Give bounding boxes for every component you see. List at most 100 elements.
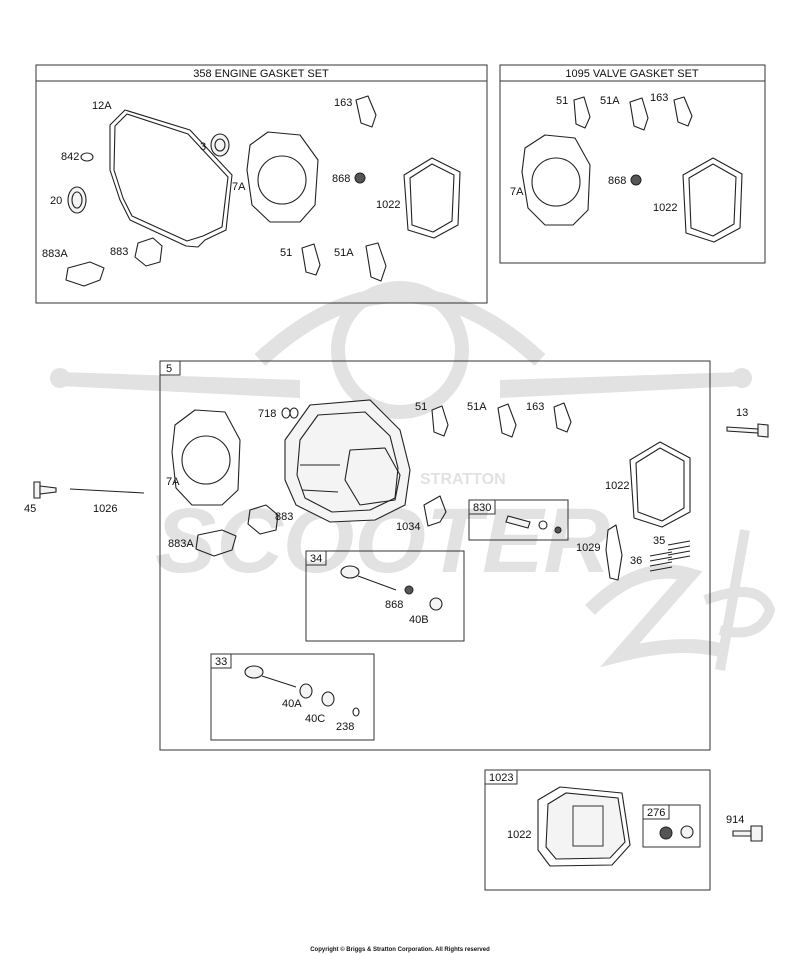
cylinder-head-frame (159, 360, 711, 751)
valve-cover-gasket-163[interactable] (355, 95, 377, 128)
keeper-238[interactable] (352, 707, 360, 717)
ch-gasket-51[interactable] (431, 405, 449, 437)
intake-valve-34-head[interactable] (340, 565, 360, 579)
callout-1026: 1026 (93, 503, 117, 515)
grommet-276[interactable] (659, 826, 673, 840)
callout-914: 914 (726, 814, 744, 826)
dowel-718[interactable] (281, 407, 291, 419)
sub-276-frame (642, 804, 701, 848)
callout-vc-1022: 1022 (507, 829, 531, 841)
dowel-718-2 (289, 407, 299, 419)
valve-cover-1023-gasket-1022[interactable] (537, 786, 631, 867)
valve-gasket-frame (499, 64, 766, 264)
sub-830-tag: 830 (473, 502, 491, 514)
ch-head-gasket-7A[interactable] (171, 409, 241, 506)
screw-914-shank[interactable] (732, 830, 752, 837)
exhaust-gasket-883A[interactable] (65, 261, 105, 287)
retainer-40B[interactable] (429, 597, 443, 611)
gasket-51[interactable] (301, 243, 321, 276)
callout-eg-1022: 1022 (376, 199, 400, 211)
callout-13: 13 (736, 407, 748, 419)
callout-eg-51A: 51A (334, 247, 354, 259)
sub-1023-frame (484, 769, 711, 891)
engine-gasket-frame (35, 64, 488, 304)
valve-cover-1023-badge (572, 805, 604, 847)
ch-head-gasket-7A-bore (181, 435, 231, 485)
callout-ch-7A: 7A (166, 476, 180, 488)
valve-gasket-set-title: 1095 VALVE GASKET SET (565, 68, 699, 80)
engine-gasket-set-box: 358 ENGINE GASKET SET 12A 842 3 20 7A 16… (35, 64, 488, 304)
callout-ch-883A: 883A (168, 538, 194, 550)
rocker-plate-1034[interactable] (423, 495, 447, 527)
callout-vg-868: 868 (608, 175, 626, 187)
valve-spring-36[interactable] (649, 551, 673, 572)
sub-34-tag-box (305, 550, 327, 566)
sub-276-tag-box (642, 804, 670, 820)
sub-33-tag-box (210, 653, 232, 669)
callout-ch-1022: 1022 (605, 480, 629, 492)
pushrod-1026[interactable] (69, 488, 145, 494)
intake-valve-34-stem (357, 575, 397, 591)
ch-gasket-163[interactable] (553, 402, 572, 433)
screw-13-shank[interactable] (726, 426, 759, 434)
callout-eg-51: 51 (280, 247, 292, 259)
valve-cover-1023[interactable] (545, 792, 626, 860)
sub-830-tag-box (468, 499, 496, 515)
sub-33-tag: 33 (215, 656, 227, 668)
ch-intake-gasket-883[interactable] (247, 504, 279, 535)
callout-b34-40B: 40B (409, 614, 429, 626)
vg-gasket-163[interactable] (673, 96, 693, 127)
ch-exhaust-gasket-883A[interactable] (195, 529, 237, 557)
rotator-40A[interactable] (299, 683, 313, 699)
rocker-stud-830[interactable] (505, 515, 531, 529)
callout-3: 3 (200, 141, 206, 153)
ch-valve-cover-gasket-1022[interactable] (629, 441, 691, 528)
sub-830-frame (468, 499, 569, 541)
vg-gasket-51A[interactable] (629, 97, 649, 131)
guide-1029[interactable] (605, 524, 623, 581)
sub-276-tag: 276 (647, 807, 665, 819)
intake-gasket-883[interactable] (134, 237, 163, 267)
b34-seal-868[interactable] (404, 585, 414, 595)
vg-seal-868[interactable] (630, 174, 642, 186)
watermark-headlight (331, 281, 469, 419)
head-gasket-7A-bore (257, 155, 307, 205)
oring-842[interactable] (80, 152, 94, 162)
cylinder-head[interactable] (284, 399, 411, 523)
oil-seal-3[interactable] (210, 133, 230, 157)
callout-ch-36: 36 (630, 555, 642, 567)
callout-vg-7A: 7A (510, 186, 524, 198)
cylinder-head-rocker-area (344, 447, 401, 506)
gasket-51A[interactable] (365, 242, 387, 282)
valve-cover-gasket-1022[interactable] (403, 157, 461, 239)
watermark-zip-p (703, 529, 776, 671)
cylinder-head-tag-box (159, 360, 181, 376)
vg-valve-cover-gasket-1022[interactable] (682, 157, 743, 243)
ch-valve-cover-gasket-1022-inner (635, 447, 685, 522)
callout-ch-51: 51 (415, 401, 427, 413)
pushrod-guide-45-head[interactable] (33, 481, 41, 499)
oil-seal-20[interactable] (67, 186, 87, 214)
callout-b33-40C: 40C (305, 713, 325, 725)
retainer-40C[interactable] (321, 691, 335, 707)
washer-276[interactable] (680, 825, 694, 839)
valve-spring-35[interactable] (667, 540, 691, 561)
callout-ch-35: 35 (653, 535, 665, 547)
exhaust-valve-33-stem (261, 675, 297, 688)
exhaust-valve-33-head[interactable] (244, 665, 264, 679)
vg-head-gasket-7A[interactable] (521, 134, 591, 226)
head-gasket-7A[interactable] (246, 131, 319, 223)
ch-gasket-51A[interactable] (497, 403, 517, 438)
callout-vg-51A: 51A (600, 95, 620, 107)
vg-valve-cover-gasket-1022-inner (688, 163, 737, 237)
watermark-handlebar (60, 372, 742, 398)
crankcase-gasket-12A[interactable] (109, 109, 233, 248)
crankcase-gasket-12A-inner (113, 113, 229, 242)
watermark-headlight-arc (254, 287, 546, 366)
vg-gasket-51[interactable] (573, 96, 591, 129)
callout-883A: 883A (42, 248, 68, 260)
seal-868[interactable] (354, 172, 366, 184)
callout-ch-883: 883 (275, 511, 293, 523)
callout-b34-868: 868 (385, 599, 403, 611)
callout-eg-883: 883 (110, 246, 128, 258)
